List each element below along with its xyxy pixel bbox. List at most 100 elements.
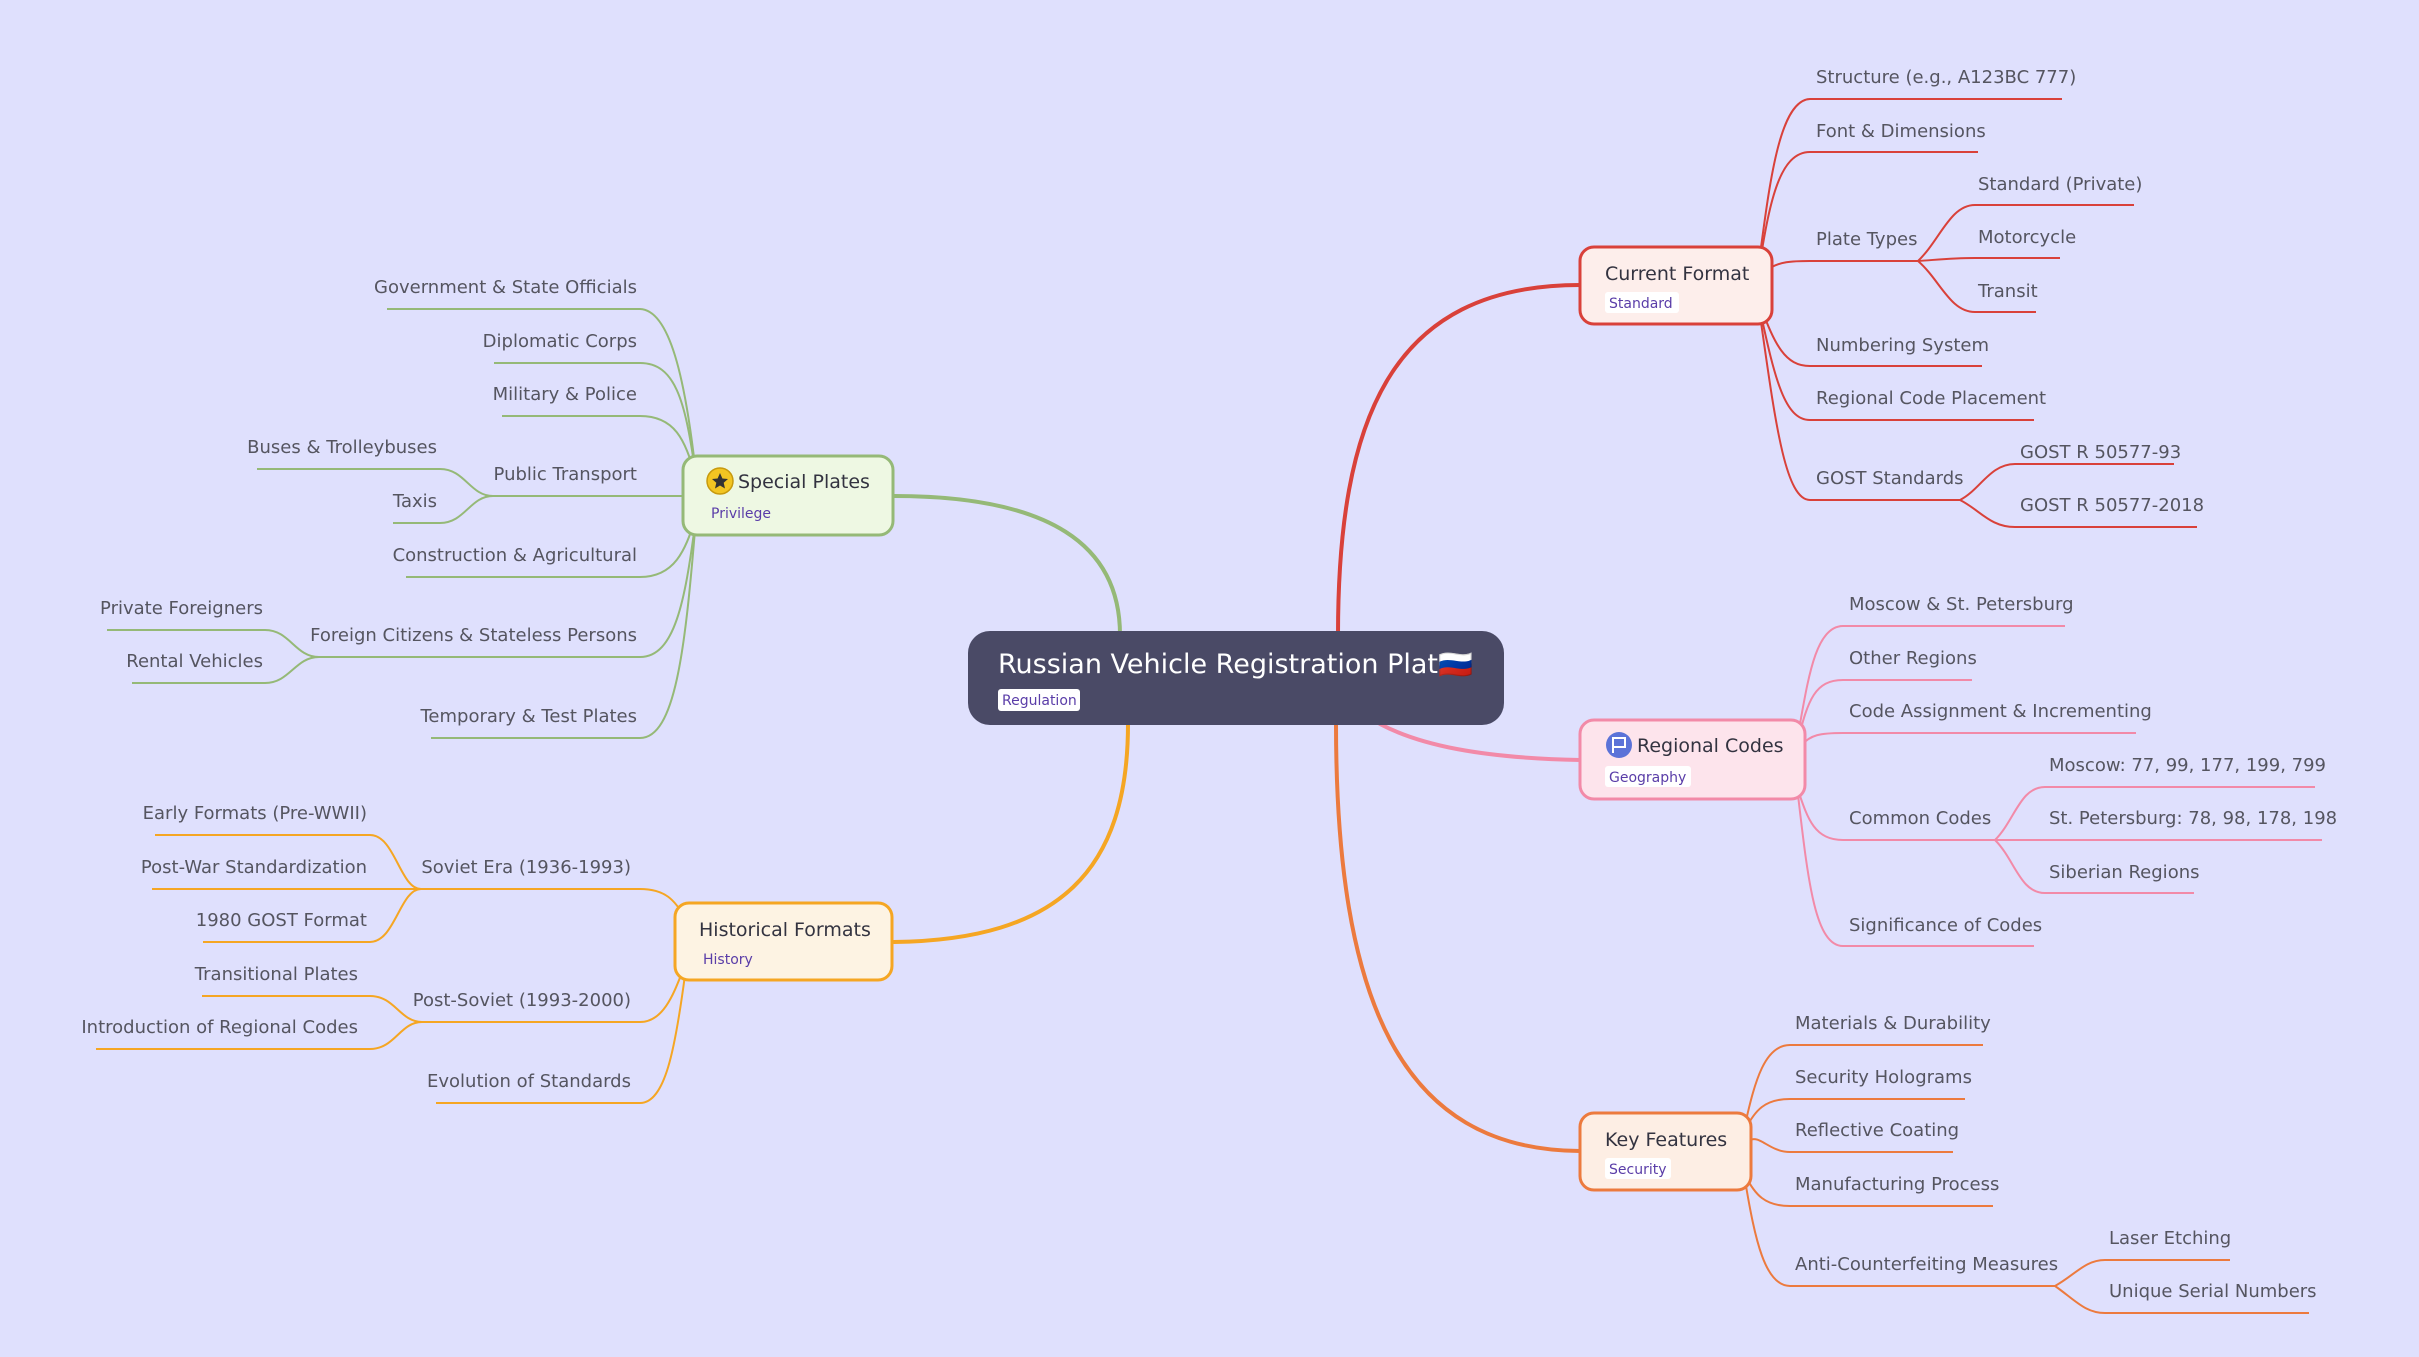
connector bbox=[1759, 309, 2034, 421]
connector bbox=[96, 1021, 423, 1050]
current-format-items: Structure (e.g., A123BC 777) Font & Dime… bbox=[1816, 67, 2204, 516]
item-buses[interactable]: Buses & Trolleybuses bbox=[247, 437, 437, 458]
item-post-soviet[interactable]: Post-Soviet (1993-2000) bbox=[413, 990, 631, 1011]
connector-historical-formats bbox=[892, 722, 1130, 944]
connector-regional-codes bbox=[1378, 722, 1582, 762]
connector bbox=[1797, 789, 1995, 841]
item-standard-private[interactable]: Standard (Private) bbox=[1978, 174, 2142, 195]
item-post-war[interactable]: Post-War Standardization bbox=[141, 857, 367, 878]
item-manufacturing[interactable]: Manufacturing Process bbox=[1795, 1174, 1999, 1195]
item-structure[interactable]: Structure (e.g., A123BC 777) bbox=[1816, 67, 2076, 88]
node-title: Special Plates bbox=[738, 471, 870, 493]
item-other-regions[interactable]: Other Regions bbox=[1849, 648, 1977, 669]
connector bbox=[1994, 786, 2315, 841]
item-code-assignment[interactable]: Code Assignment & Incrementing bbox=[1849, 701, 2152, 722]
connector-current-format bbox=[1336, 283, 1582, 637]
node-historical-formats[interactable]: Historical Formats History bbox=[673, 901, 894, 982]
connector bbox=[1769, 260, 1918, 269]
item-font-dimensions[interactable]: Font & Dimensions bbox=[1816, 121, 1986, 142]
item-1980-gost[interactable]: 1980 GOST Format bbox=[196, 910, 367, 931]
item-anti-counterfeiting[interactable]: Anti-Counterfeiting Measures bbox=[1795, 1254, 2058, 1275]
item-evolution[interactable]: Evolution of Standards bbox=[427, 1071, 631, 1092]
connector bbox=[494, 362, 696, 471]
connector bbox=[1744, 1179, 2055, 1287]
item-regional-codes-intro[interactable]: Introduction of Regional Codes bbox=[81, 1017, 358, 1038]
item-transitional[interactable]: Transitional Plates bbox=[194, 964, 358, 985]
item-private-foreigners[interactable]: Private Foreigners bbox=[100, 598, 263, 619]
connector-key-features bbox=[1334, 722, 1582, 1153]
node-title: Current Format bbox=[1605, 263, 1749, 285]
item-plate-types[interactable]: Plate Types bbox=[1816, 229, 1917, 250]
item-diplomatic[interactable]: Diplomatic Corps bbox=[483, 331, 637, 352]
connector bbox=[393, 495, 494, 524]
node-current-format[interactable]: Current Format Standard bbox=[1578, 245, 1774, 326]
connector bbox=[421, 888, 686, 919]
item-holograms[interactable]: Security Holograms bbox=[1795, 1067, 1972, 1088]
item-military-police[interactable]: Military & Police bbox=[493, 384, 637, 405]
item-regional-code-placement[interactable]: Regional Code Placement bbox=[1816, 388, 2046, 409]
item-transit[interactable]: Transit bbox=[1977, 281, 2038, 302]
node-special-plates[interactable]: Special Plates Privilege bbox=[681, 454, 895, 537]
item-moscow-codes[interactable]: Moscow: 77, 99, 177, 199, 799 bbox=[2049, 755, 2326, 776]
node-title: Historical Formats bbox=[699, 919, 871, 941]
item-gost-2018[interactable]: GOST R 50577-2018 bbox=[2020, 495, 2204, 516]
item-numbering-system[interactable]: Numbering System bbox=[1816, 335, 1989, 356]
node-title: Key Features bbox=[1605, 1129, 1727, 1151]
item-soviet-era[interactable]: Soviet Era (1936-1993) bbox=[421, 857, 631, 878]
item-spb-codes[interactable]: St. Petersburg: 78, 98, 178, 198 bbox=[2049, 808, 2337, 829]
item-materials[interactable]: Materials & Durability bbox=[1795, 1013, 1991, 1034]
connector bbox=[1744, 1044, 1983, 1126]
connector bbox=[1917, 204, 2134, 262]
main-connectors bbox=[892, 283, 1582, 1153]
item-construction[interactable]: Construction & Agricultural bbox=[393, 545, 637, 566]
node-key-features[interactable]: Key Features Security bbox=[1578, 1111, 1753, 1192]
item-reflective[interactable]: Reflective Coating bbox=[1795, 1120, 1959, 1141]
regional-codes-items: Moscow & St. Petersburg Other Regions Co… bbox=[1849, 594, 2337, 936]
connector bbox=[2054, 1285, 2309, 1314]
connector bbox=[1959, 463, 2174, 501]
branch-special-plates bbox=[107, 308, 696, 739]
item-temporary-test[interactable]: Temporary & Test Plates bbox=[419, 706, 637, 727]
russia-flag-icon: 🇷🇺 bbox=[1438, 648, 1473, 681]
root-tag: Regulation bbox=[1002, 693, 1077, 709]
connector bbox=[1759, 151, 1978, 263]
historical-formats-items: Soviet Era (1936-1993) Early Formats (Pr… bbox=[81, 803, 631, 1092]
item-siberian-regions[interactable]: Siberian Regions bbox=[2049, 862, 2200, 883]
connector bbox=[107, 629, 320, 658]
connector bbox=[132, 656, 320, 684]
special-plates-items: Government & State Officials Diplomatic … bbox=[100, 277, 637, 727]
item-significance[interactable]: Significance of Codes bbox=[1849, 915, 2042, 936]
item-common-codes[interactable]: Common Codes bbox=[1849, 808, 1991, 829]
connector bbox=[1917, 257, 2060, 262]
branch-current-format bbox=[1759, 98, 2197, 528]
item-early-formats[interactable]: Early Formats (Pre-WWII) bbox=[143, 803, 367, 824]
node-tag: History bbox=[703, 952, 753, 968]
connector bbox=[1749, 1138, 1953, 1153]
connector bbox=[387, 308, 696, 467]
connector bbox=[436, 974, 686, 1104]
node-regional-codes[interactable]: Regional Codes Geography bbox=[1578, 718, 1807, 801]
connector bbox=[203, 888, 422, 943]
item-government[interactable]: Government & State Officials bbox=[374, 277, 637, 298]
connector bbox=[319, 524, 696, 658]
item-foreign-citizens[interactable]: Foreign Citizens & Stateless Persons bbox=[310, 625, 637, 646]
item-serial-numbers[interactable]: Unique Serial Numbers bbox=[2109, 1281, 2317, 1302]
item-taxis[interactable]: Taxis bbox=[392, 491, 437, 512]
root-node[interactable]: Russian Vehicle Registration Plates 🇷🇺 R… bbox=[968, 631, 1504, 725]
item-moscow-spb[interactable]: Moscow & St. Petersburg bbox=[1849, 594, 2074, 615]
item-rental-vehicles[interactable]: Rental Vehicles bbox=[126, 651, 263, 672]
connector bbox=[1994, 839, 2194, 894]
node-title: Regional Codes bbox=[1637, 735, 1784, 757]
connector bbox=[1797, 794, 2034, 947]
root-title: Russian Vehicle Registration Plates bbox=[998, 649, 1469, 680]
connector bbox=[1917, 260, 2036, 313]
item-gost-standards[interactable]: GOST Standards bbox=[1816, 468, 1964, 489]
item-motorcycle[interactable]: Motorcycle bbox=[1978, 227, 2076, 248]
item-gost-93[interactable]: GOST R 50577-93 bbox=[2020, 442, 2181, 463]
connector bbox=[1759, 98, 2062, 256]
connector bbox=[1959, 499, 2197, 528]
item-public-transport[interactable]: Public Transport bbox=[494, 464, 637, 485]
item-laser-etching[interactable]: Laser Etching bbox=[2109, 1228, 2231, 1249]
node-tag: Privilege bbox=[711, 506, 771, 522]
